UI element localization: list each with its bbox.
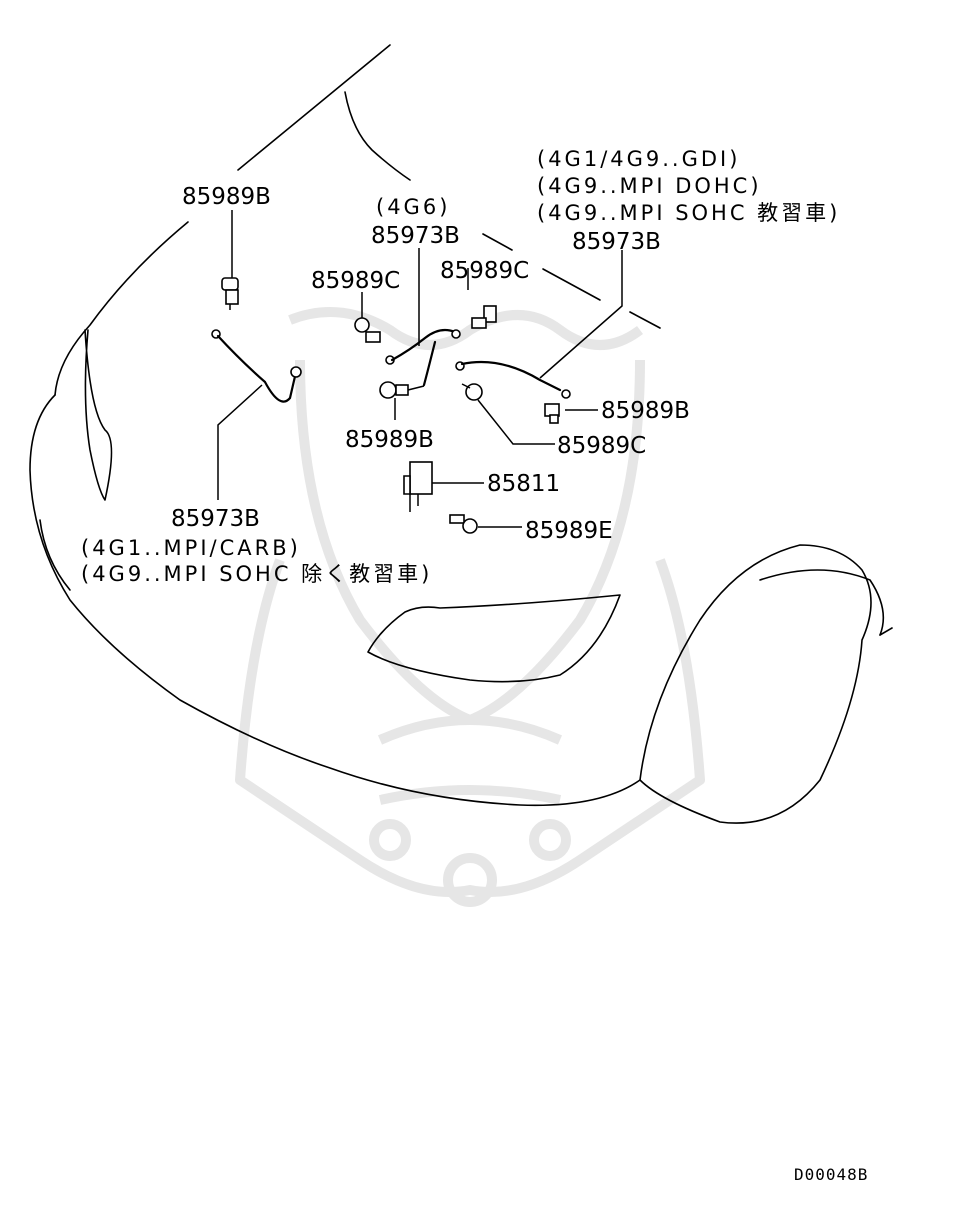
label-85811-relay: 85811 xyxy=(487,471,560,497)
ground-cable-center xyxy=(385,328,461,387)
label-right-variant-2: (4G9..MPI DOHC) xyxy=(537,174,762,198)
label-85973b-right: 85973B xyxy=(572,229,661,255)
relay-85811 xyxy=(403,461,433,512)
label-85989b-upper-left: 85989B xyxy=(182,184,271,210)
label-right-variant-1: (4G1/4G9..GDI) xyxy=(537,147,740,171)
label-85973b-center: 85973B xyxy=(371,223,460,249)
label-85989c-center-left: 85989C xyxy=(311,268,400,294)
diagram-code: D00048B xyxy=(794,1165,868,1184)
label-4g6-variant: (4G6) xyxy=(376,195,450,219)
label-85989b-center-lower: 85989B xyxy=(345,427,434,453)
bolt-85989c-center-left xyxy=(354,317,381,343)
label-85973b-left: 85973B xyxy=(171,506,260,532)
car-body-outline xyxy=(29,44,893,824)
ground-cable-right xyxy=(455,360,571,399)
bolt-85989b-right xyxy=(544,403,560,424)
label-left-variant-1: (4G1..MPI/CARB) xyxy=(81,536,301,560)
label-left-variant-2: (4G9..MPI SOHC 除く教習車) xyxy=(81,562,432,586)
bolt-85989c-center-right xyxy=(471,305,497,329)
bolt-85989b-upper-left xyxy=(221,277,239,310)
label-85989c-right-lower: 85989C xyxy=(557,433,646,459)
leader-lines xyxy=(217,210,623,528)
ground-cable-left xyxy=(211,329,302,403)
label-85989b-right: 85989B xyxy=(601,398,690,424)
bolt-85989b-center-lower xyxy=(379,381,425,399)
label-right-variant-3: (4G9..MPI SOHC 教習車) xyxy=(537,201,840,225)
callout-labels: 85989B (4G6) 85973B (4G1/4G9..GDI) (4G9.… xyxy=(81,147,868,1184)
bolt-85989e xyxy=(449,514,478,534)
bolt-85989c-right-lower xyxy=(461,383,483,401)
label-85989e: 85989E xyxy=(525,518,613,544)
label-85989c-center-right: 85989C xyxy=(440,258,529,284)
